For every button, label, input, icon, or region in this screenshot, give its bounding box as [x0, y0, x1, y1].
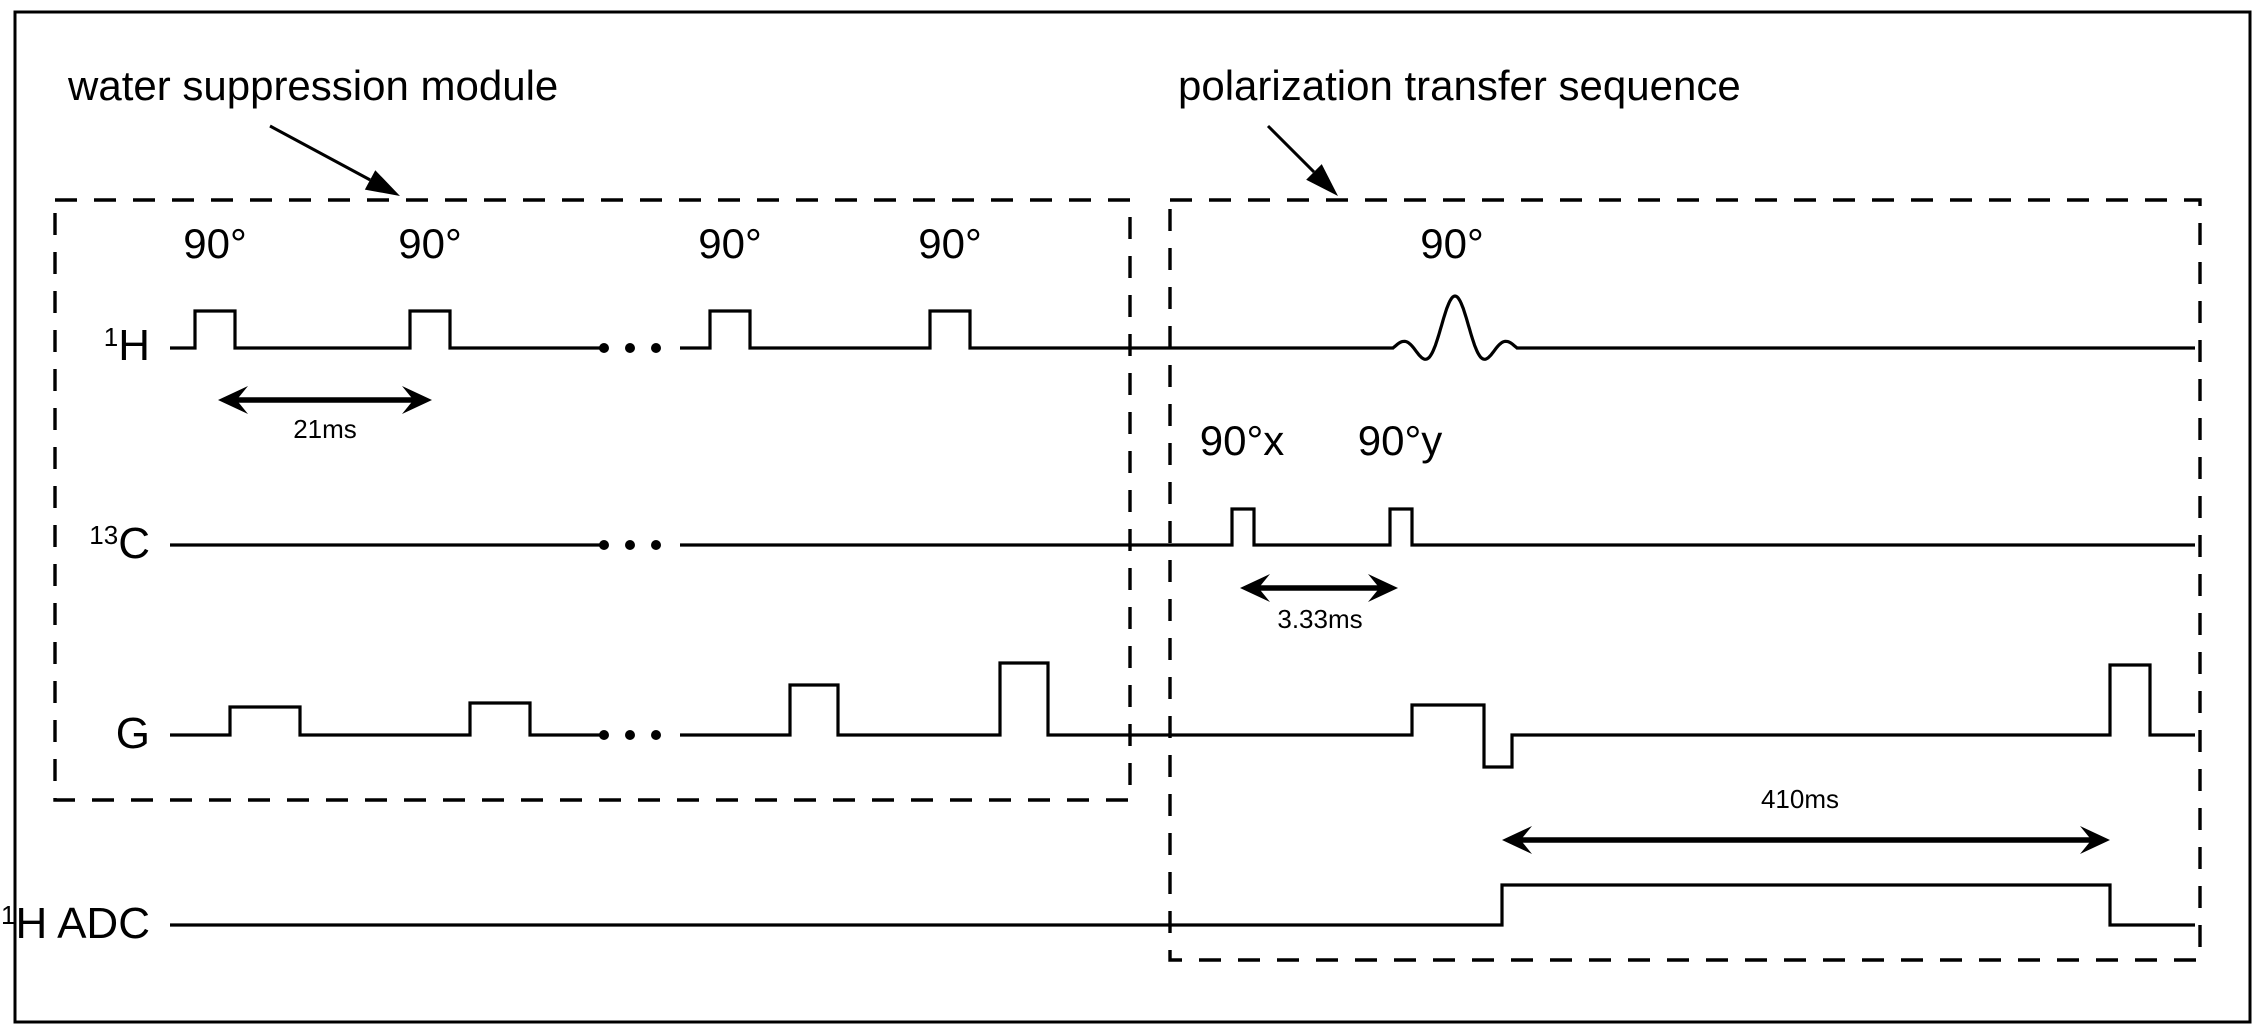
channel-label-c13: 13C	[89, 519, 150, 568]
waveform-traces	[170, 294, 2195, 927]
waveform-h1-adc	[170, 883, 2195, 927]
water-suppression-arrow-line	[269, 124, 371, 182]
pulse-label-h1-pulse-4: 90°	[918, 220, 982, 267]
polarization-transfer-sequence-box	[1168, 198, 2202, 962]
channel-label-h1-adc: 1H ADC	[1, 899, 150, 948]
c13-ellipsis	[599, 540, 661, 550]
measurement-acquisition-time: 410ms	[1502, 784, 2110, 854]
water-suppression-arrow-head	[364, 170, 400, 196]
polarization-transfer-arrow-line	[1266, 124, 1316, 174]
pulse-label-h1-pulse-1: 90°	[183, 220, 247, 267]
timing-measurements: 21ms 3.33ms 410ms	[218, 386, 2110, 854]
channel-label-gradient: G	[116, 709, 150, 758]
pulse-label-c13-pulse-y: 90°y	[1358, 417, 1443, 464]
pulse-label-h1-pulse-3: 90°	[698, 220, 762, 267]
measurement-value-tau-polarization: 3.33ms	[1277, 604, 1362, 634]
water-suppression-module-box	[53, 198, 1132, 802]
measurement-tau-water-suppression: 21ms	[218, 386, 432, 444]
waveform-gradient-segment-right	[680, 661, 2195, 769]
pulse-angle-labels: 90° 90° 90° 90° 90° 90°x 90°y	[183, 220, 1484, 464]
waveform-gradient-segment-left	[170, 701, 600, 737]
grad-ellipsis	[599, 730, 661, 740]
measurement-value-acquisition-time: 410ms	[1761, 784, 1839, 814]
measurement-tau-polarization: 3.33ms	[1240, 574, 1398, 634]
figure-border	[13, 10, 2252, 1024]
waveform-h1-segment-left	[170, 309, 600, 350]
pulse-label-h1-pulse-2: 90°	[398, 220, 462, 267]
polarization-transfer-arrow-head	[1306, 164, 1338, 196]
annotation-water-suppression: water suppression module	[67, 62, 558, 196]
polarization-transfer-label: polarization transfer sequence	[1178, 62, 1741, 109]
annotation-polarization-transfer: polarization transfer sequence	[1178, 62, 1741, 196]
pulse-label-h1-pulse-5: 90°	[1420, 220, 1484, 267]
measurement-value-tau-water-suppression: 21ms	[293, 414, 357, 444]
pulse-label-c13-pulse-x: 90°x	[1200, 417, 1285, 464]
waveform-h1-segment-right	[680, 294, 2195, 361]
channel-labels: 1H 13C G 1H ADC	[1, 321, 150, 948]
h1-ellipsis	[599, 343, 661, 353]
channel-label-h1: 1H	[104, 321, 150, 370]
waveform-continuation-ellipses	[599, 343, 661, 740]
waveform-c13-segment-right	[680, 507, 2195, 547]
water-suppression-label: water suppression module	[67, 62, 558, 109]
